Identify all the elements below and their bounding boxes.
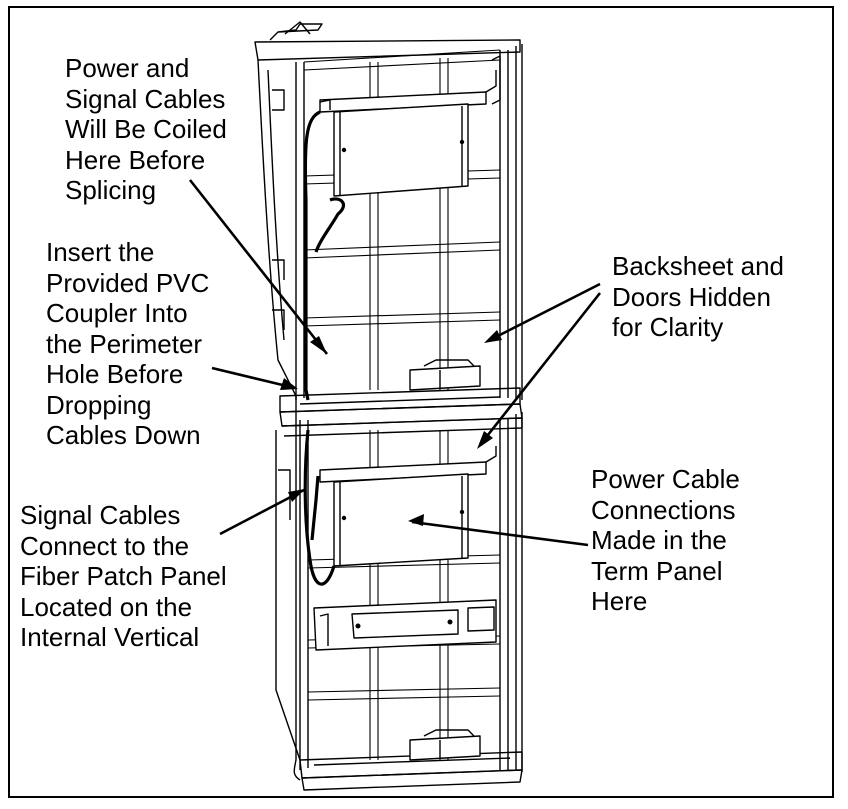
cabinet-rails: [295, 44, 523, 772]
callout-line: Cables Down: [46, 420, 201, 450]
callout-signal: Signal Cables Connect to the Fiber Patch…: [20, 500, 227, 653]
callout-line: Signal Cables: [20, 500, 181, 530]
cables: [303, 110, 345, 586]
callout-line: Provided PVC: [46, 267, 210, 298]
upper-fan: [409, 359, 481, 391]
power-arrow: [411, 520, 589, 547]
callout-line: Term Panel: [591, 555, 723, 586]
callout-coupler: Insert the Provided PVC Coupler Into the…: [46, 237, 209, 451]
callout-coil: Power and Signal Cables Will Be Coiled H…: [65, 53, 227, 206]
backsheet-arrow-upper: [487, 282, 601, 343]
callout-line: Doors Hidden: [612, 281, 771, 312]
coil-arrow: [188, 179, 329, 355]
callout-line: Splicing: [65, 175, 157, 205]
callout-line: Will Be Coiled: [65, 114, 227, 144]
callout-line: Connections: [591, 494, 736, 525]
callout-line: Here: [591, 586, 648, 616]
signal-arrow: [219, 488, 305, 536]
backsheet-arrow-lower: [478, 292, 602, 446]
callout-line: Power Cable: [591, 464, 740, 494]
callout-line: Connect to the: [20, 530, 190, 561]
top-bracket: [254, 21, 521, 61]
callout-line: for Clarity: [612, 312, 724, 342]
callout-line: Fiber Patch Panel: [20, 561, 227, 591]
callout-line: Located on the: [20, 591, 193, 622]
lower-fan: [409, 729, 481, 761]
callout-line: Here Before: [65, 144, 206, 175]
callout-line: Insert the: [46, 237, 155, 267]
arrowheads: [280, 330, 502, 526]
callout-line: Made in the: [591, 525, 727, 555]
callout-line: Power and: [65, 53, 190, 83]
callout-power: Power Cable Connections Made in the Term…: [591, 464, 740, 617]
callout-line: the Perimeter: [46, 328, 203, 359]
leader-lines: [188, 179, 602, 547]
coupler-arrow: [211, 366, 296, 390]
callout-line: Internal Vertical: [20, 622, 200, 652]
left-door-edge: [257, 59, 301, 781]
mid-shelf: [279, 387, 523, 437]
fiber-patch-tray: [313, 599, 497, 651]
callout-line: Dropping: [46, 389, 152, 420]
callout-line: Coupler Into: [46, 298, 188, 328]
callout-line: Backsheet and: [612, 251, 785, 281]
callout-backsheet: Backsheet and Doors Hidden for Clarity: [612, 251, 784, 343]
upper-term-panel: [319, 55, 501, 197]
callout-line: Hole Before: [46, 359, 184, 389]
callout-line: Signal Cables: [65, 83, 226, 114]
lower-term-panel: [319, 446, 497, 567]
